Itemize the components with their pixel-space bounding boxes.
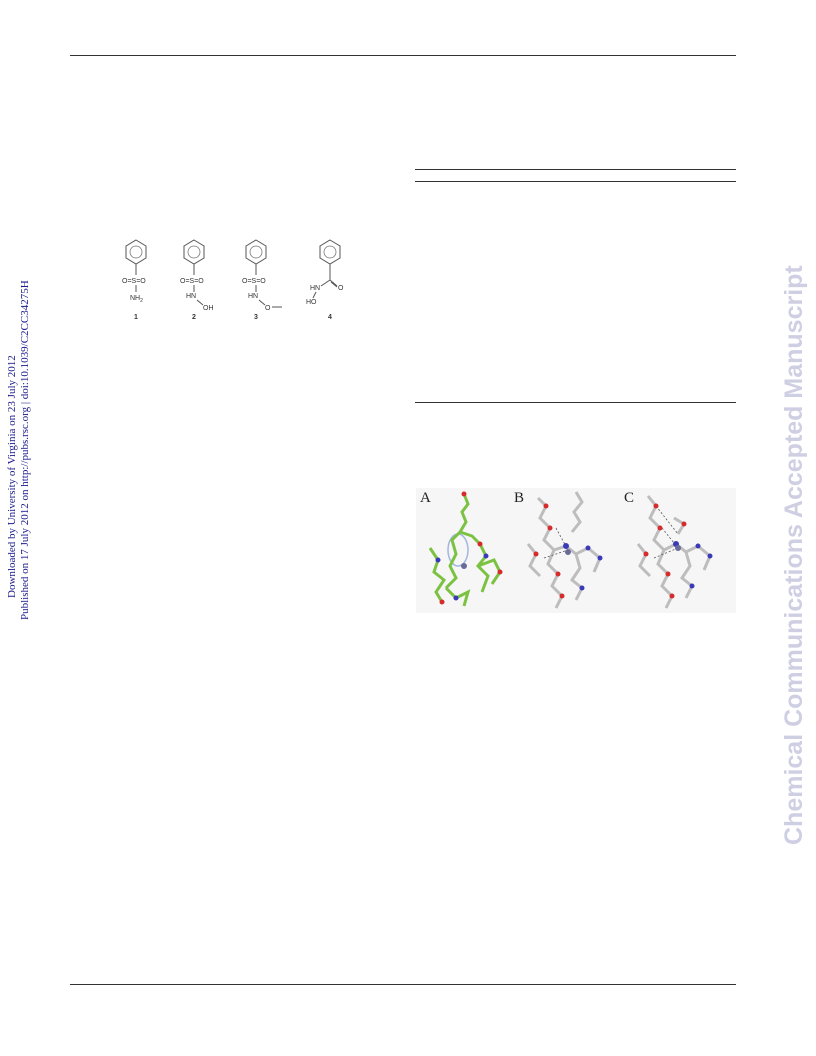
download-notice: Downloaded by University of Virginia on … <box>6 355 18 598</box>
crystal-structure-figure: A B C <box>416 488 736 613</box>
panel-b: B <box>514 490 603 609</box>
panel-a: A <box>420 490 503 607</box>
panel-c: C <box>624 490 713 609</box>
compound-3-sulfonyl: O=S=O <box>242 278 266 285</box>
benzene-ring-icon <box>319 239 341 265</box>
table-bottom-rule <box>415 402 736 403</box>
compound-4-carbonyl-o: O <box>338 285 344 292</box>
compound-1-number: 1 <box>134 314 138 321</box>
compound-4: O HN HO 4 <box>306 239 344 321</box>
compound-3-number: 3 <box>254 314 258 321</box>
compound-1: O=S=O NH2 1 <box>122 239 147 321</box>
table-header-rule <box>415 181 736 182</box>
compound-3: O=S=O HN O 3 <box>242 239 282 321</box>
compound-2-sulfonyl: O=S=O <box>180 278 204 285</box>
benzene-ring-icon <box>183 239 205 265</box>
panel-c-label: C <box>624 490 634 506</box>
benzene-ring-icon <box>125 239 147 265</box>
compound-2: O=S=O HN OH 2 <box>180 239 214 321</box>
compound-2-hydroxyl: OH <box>203 305 214 312</box>
footer-rule <box>70 984 736 985</box>
compound-scheme: O=S=O NH2 1 O=S=O HN OH 2 O=S=O HN O 3 O <box>122 239 344 321</box>
compound-3-amide-n: HN <box>248 293 258 300</box>
panel-a-label: A <box>420 490 431 506</box>
compound-2-amide-n: HN <box>186 293 196 300</box>
compound-4-hydroxyl: HO <box>306 299 317 306</box>
compound-4-amide-n: HN <box>310 285 320 292</box>
table-top-rule <box>415 169 736 170</box>
accepted-manuscript-watermark: Chemical Communications Accepted Manuscr… <box>780 265 808 845</box>
publication-notice: Published on 17 July 2012 on http://pubs… <box>19 280 31 620</box>
compound-3-methoxy-o: O <box>265 305 271 312</box>
benzene-ring-icon <box>245 239 267 265</box>
header-rule <box>70 55 736 56</box>
compound-1-amine: NH2 <box>130 295 143 304</box>
panel-b-label: B <box>514 490 524 506</box>
compound-1-sulfonyl: O=S=O <box>122 278 146 285</box>
compound-2-number: 2 <box>192 314 196 321</box>
compound-4-number: 4 <box>328 314 332 321</box>
